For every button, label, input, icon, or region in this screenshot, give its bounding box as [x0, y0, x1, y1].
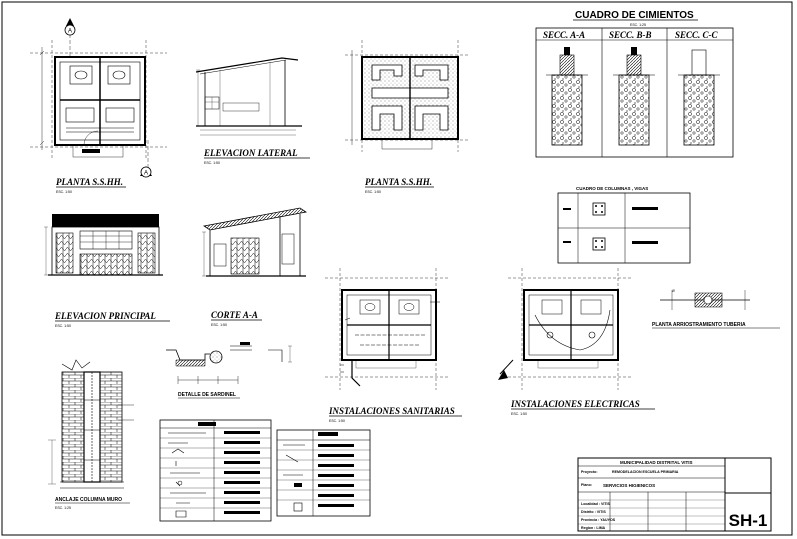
elevacion-lateral-scale: ESC. 1:50	[204, 161, 220, 165]
corte-aa-title: CORTE A-A	[211, 310, 258, 320]
sardinel-title: DETALLE DE SARDINEL	[178, 392, 236, 398]
columnas-title: CUADRO DE COLUMNAS , VIGAS	[576, 186, 648, 191]
anclaje-scale: ESC. 1:25	[55, 506, 71, 510]
inst-sanitarias-scale: ESC. 1:50	[329, 419, 345, 423]
planta-b-title: PLANTA S.S.HH.	[365, 177, 432, 187]
tb-distrito: Distrito : VITIS	[581, 510, 606, 514]
secc-aa-label: SECC. A-A	[543, 30, 585, 40]
corte-aa-drawing	[202, 207, 308, 277]
tuberia-title: PLANTA ARRIOSTRAMIENTO TUBERIA	[652, 322, 746, 328]
tb-proyecto: REMODELACION ESCUELA PRIMARIA	[612, 470, 679, 474]
tb-localidad: Localidad : VITIS	[581, 502, 611, 506]
corte-aa-scale: ESC. 1:50	[211, 323, 227, 327]
planta-ssbb-a	[30, 22, 167, 172]
tb-plano: SERVICIOS HIGIENICOS	[603, 483, 655, 488]
cimientos-title: CUADRO DE CIMIENTOS	[575, 10, 694, 21]
instalaciones-electricas-drawing	[498, 268, 632, 390]
elevacion-lateral-title: ELEVACION LATERAL	[203, 148, 298, 158]
inst-electricas-scale: ESC. 1:50	[511, 412, 527, 416]
instalaciones-sanitarias-drawing	[325, 268, 448, 390]
marker-a-label-top: A	[68, 29, 72, 35]
cimiento-sections	[546, 47, 720, 146]
inst-electricas-title: INSTALACIONES ELECTRICAS	[510, 399, 640, 409]
section-marker-a-top: A	[64, 18, 76, 36]
planta-a-scale: ESC. 1:50	[56, 190, 72, 194]
tb-region: Region : LIMA	[581, 526, 606, 530]
sardinel-drawing	[166, 342, 292, 384]
cimientos-table	[535, 27, 734, 158]
legend-table-electrica	[276, 429, 371, 517]
anclaje-drawing	[48, 359, 134, 489]
elevacion-principal-drawing	[44, 214, 163, 276]
tuberia-drawing: Ø	[660, 289, 750, 310]
tb-plano-label: Plano:	[581, 483, 592, 487]
secc-bb-label: SECC. B-B	[609, 30, 652, 40]
secc-cc-label: SECC. C-C	[675, 30, 719, 40]
svg-text:Ø: Ø	[672, 289, 675, 293]
legend-table-sanitaria	[159, 419, 272, 522]
planta-ssbb-b	[345, 40, 470, 152]
tb-proyecto-label: Proyecto:	[581, 470, 598, 474]
title-block	[577, 457, 772, 532]
columnas-details	[563, 202, 658, 251]
elevacion-principal-title: ELEVACION PRINCIPAL	[54, 311, 156, 321]
planta-b-scale: ESC. 1:50	[365, 190, 381, 194]
tb-sheet-code: SH-1	[729, 511, 768, 530]
inst-sanitarias-title: INSTALACIONES SANITARIAS	[328, 406, 455, 416]
section-marker-a-bottom: A	[140, 166, 152, 178]
elevacion-lateral-drawing	[195, 57, 302, 136]
tb-provincia: Provincia : YAUYOS	[581, 518, 616, 522]
planta-a-title: PLANTA S.S.HH.	[56, 177, 123, 187]
anclaje-title: ANCLAJE COLUMNA MURO	[55, 497, 122, 503]
tb-entity: MUNICIPALIDAD DISTRITAL VITIS	[620, 460, 693, 465]
marker-a-label-bottom: A	[144, 171, 148, 177]
cimientos-scale: ESC. 1:25	[630, 23, 646, 27]
elevacion-principal-scale: ESC. 1:50	[55, 324, 71, 328]
